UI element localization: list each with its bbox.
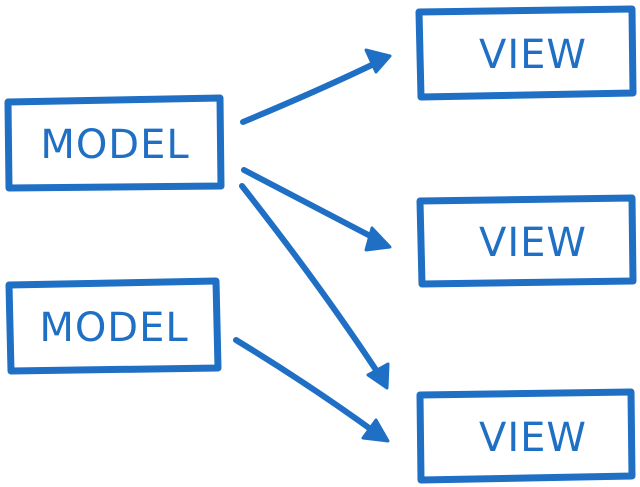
arrow-model-1-to-view-2-line	[241, 167, 381, 243]
arrow-model-1-to-view-3-line	[239, 183, 383, 379]
model-node-1: MODEL	[4, 94, 225, 192]
model-node-1-box	[4, 94, 225, 192]
arrow-model-1-to-view-2	[241, 167, 392, 252]
view-node-1-label: VIEW	[479, 32, 587, 78]
arrow-model-1-to-view-2-head	[364, 226, 392, 252]
view-node-3: VIEW	[416, 388, 636, 484]
model-node-2-box	[5, 277, 222, 375]
model-node-1-label: MODEL	[40, 122, 189, 168]
arrow-model-2-to-view-3	[233, 337, 390, 443]
view-node-1: VIEW	[415, 5, 637, 101]
arrow-model-1-to-view-1-line	[240, 59, 381, 125]
arrow-model-1-to-view-3	[239, 183, 390, 390]
view-node-2-box	[416, 194, 637, 288]
arrow-model-1-to-view-3-head	[366, 362, 390, 390]
view-node-3-box	[416, 388, 636, 484]
view-node-1-box	[415, 5, 637, 101]
model-node-2: MODEL	[5, 277, 222, 375]
arrow-model-2-to-view-3-head	[361, 418, 390, 443]
arrow-model-2-to-view-3-line	[233, 337, 379, 436]
arrow-model-1-to-view-1	[240, 48, 392, 125]
view-node-3-label: VIEW	[479, 415, 587, 461]
view-node-2: VIEW	[416, 194, 637, 288]
arrow-model-1-to-view-1-head	[364, 48, 392, 74]
view-node-2-label: VIEW	[479, 220, 587, 266]
model-node-2-label: MODEL	[39, 305, 188, 351]
